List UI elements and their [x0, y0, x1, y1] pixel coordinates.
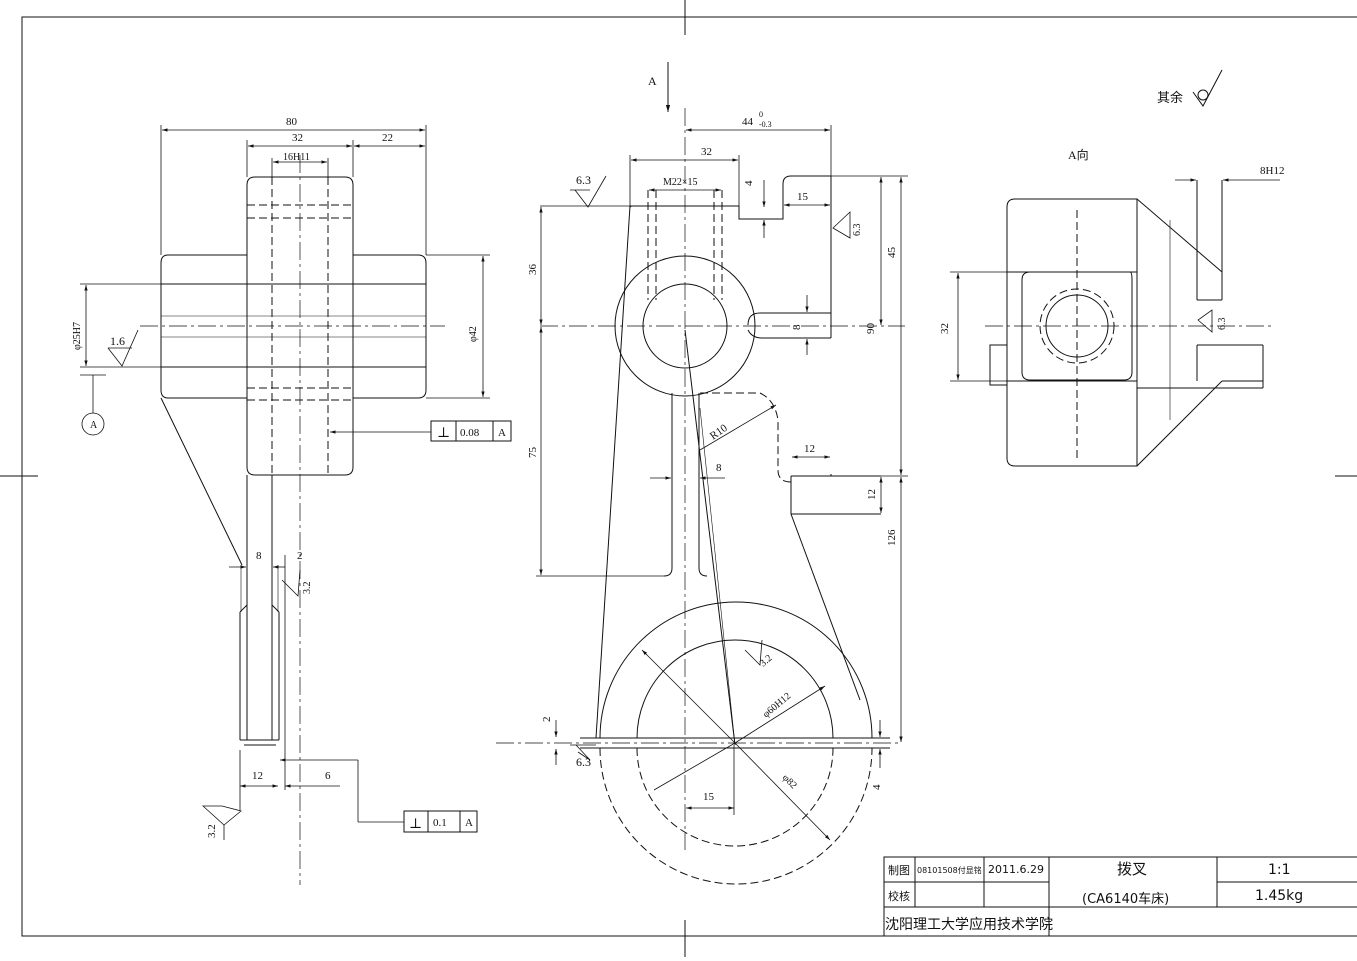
- svg-text:8: 8: [716, 462, 722, 474]
- part-name: 拨叉: [1117, 860, 1147, 878]
- left-view: [140, 155, 445, 885]
- svg-text:8: 8: [791, 324, 803, 330]
- tolerance-frame-perpendicularity-1: ⊥ 0.08 A: [430, 420, 512, 442]
- svg-text:15: 15: [797, 191, 809, 203]
- svg-text:⊥: ⊥: [437, 426, 450, 441]
- svg-text:A: A: [648, 74, 657, 88]
- svg-text:2: 2: [297, 550, 303, 562]
- svg-text:15: 15: [703, 791, 715, 803]
- center-view-dimensions: [536, 125, 908, 841]
- svg-text:12: 12: [804, 443, 815, 455]
- right-view-hidden: [1039, 210, 1115, 460]
- svg-text:其余: 其余: [1157, 90, 1183, 105]
- svg-text:0.08: 0.08: [460, 427, 480, 439]
- right-view-labels: A向 8H12 32 6.3: [939, 147, 1284, 334]
- machine-name: (CA6140车床): [1082, 891, 1169, 907]
- svg-text:36: 36: [527, 264, 539, 276]
- svg-text:6: 6: [325, 770, 331, 782]
- svg-text:75: 75: [527, 447, 539, 459]
- svg-text:22: 22: [382, 132, 393, 144]
- svg-text:A: A: [465, 817, 473, 829]
- svg-text:32: 32: [939, 323, 951, 334]
- center-view-hidden: [599, 190, 873, 885]
- weight: 1.45kg: [1255, 888, 1303, 904]
- svg-text:R10: R10: [708, 422, 730, 443]
- right-view-dimensions: [950, 178, 1280, 382]
- svg-text:2: 2: [541, 717, 553, 723]
- svg-text:8H12: 8H12: [1260, 165, 1284, 177]
- svg-text:0.1: 0.1: [433, 817, 447, 829]
- svg-text:A向: A向: [1068, 147, 1089, 162]
- svg-text:12: 12: [252, 770, 263, 782]
- svg-text:φ42: φ42: [468, 326, 479, 342]
- center-view-centerlines: [496, 108, 905, 850]
- svg-text:φ60H12: φ60H12: [761, 691, 793, 721]
- center-view: [580, 175, 890, 749]
- svg-text:3.2: 3.2: [206, 824, 218, 838]
- svg-text:φ25H7: φ25H7: [72, 322, 83, 350]
- drawn-date: 2011.6.29: [988, 863, 1044, 876]
- svg-text:45: 45: [886, 247, 898, 259]
- svg-text:A: A: [90, 420, 98, 431]
- svg-text:-0.3: -0.3: [759, 120, 772, 129]
- svg-text:44: 44: [742, 116, 754, 128]
- svg-text:M22×15: M22×15: [663, 177, 698, 188]
- right-view: [989, 180, 1264, 467]
- checked-label: 校核: [888, 889, 910, 903]
- svg-text:A: A: [498, 427, 506, 439]
- svg-text:126: 126: [886, 529, 898, 546]
- svg-text:32: 32: [701, 146, 712, 158]
- svg-text:0: 0: [759, 110, 763, 119]
- school-name: 沈阳理工大学应用技术学院: [885, 916, 1053, 933]
- svg-text:16H11: 16H11: [283, 152, 310, 163]
- svg-text:⊥: ⊥: [409, 817, 422, 832]
- svg-text:8: 8: [256, 550, 262, 562]
- svg-text:80: 80: [286, 116, 298, 128]
- tolerance-frame-perpendicularity-2: ⊥ 0.1 A: [403, 810, 478, 833]
- left-view-labels: 80 32 22 16H11 φ25H7 φ42 1.6 A 8 2 3.2 1…: [72, 116, 479, 838]
- general-roughness: 其余: [1157, 69, 1223, 107]
- svg-text:1.6: 1.6: [110, 334, 125, 348]
- svg-text:6.3: 6.3: [576, 173, 591, 187]
- center-view-labels: 44 0 -0.3 32 M22×15 4 15 6.3 6.3 45 90 3…: [527, 110, 898, 803]
- view-direction-arrow: A: [648, 62, 671, 112]
- drawn-by: 08101508付显铭: [917, 865, 982, 875]
- svg-text:3.2: 3.2: [758, 653, 775, 669]
- title-block: 制图 08101508付显铭 2011.6.29 校核 拨叉 (CA6140车床…: [883, 856, 1357, 937]
- svg-text:4: 4: [743, 180, 755, 186]
- svg-text:32: 32: [292, 132, 303, 144]
- roughness-any-icon: [1192, 69, 1223, 107]
- left-view-dimensions: [80, 125, 490, 840]
- svg-text:3.2: 3.2: [302, 582, 313, 595]
- svg-text:4: 4: [871, 784, 883, 790]
- svg-text:φ82: φ82: [780, 772, 799, 791]
- svg-text:6.3: 6.3: [1217, 318, 1228, 331]
- svg-text:6.3: 6.3: [852, 224, 863, 237]
- svg-text:6.3: 6.3: [576, 755, 591, 769]
- svg-text:12: 12: [866, 489, 878, 500]
- svg-text:90: 90: [865, 323, 877, 335]
- drawn-label: 制图: [888, 864, 910, 877]
- scale: 1:1: [1268, 862, 1291, 878]
